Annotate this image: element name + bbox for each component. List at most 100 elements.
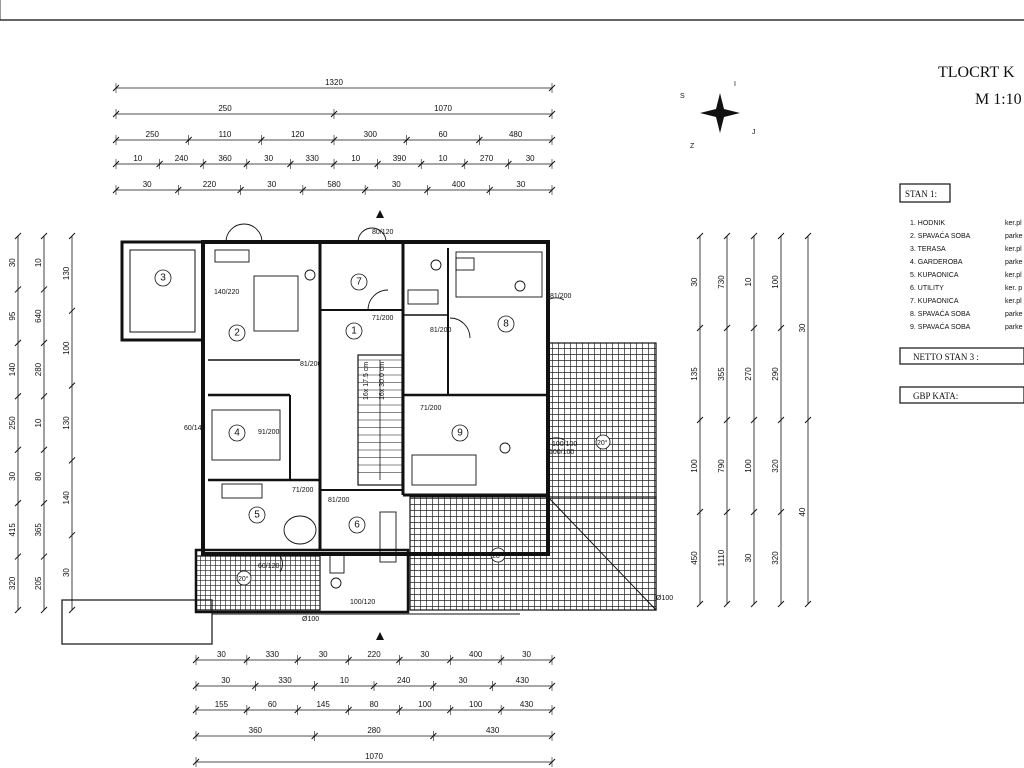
legend-header: STAN 1:: [905, 189, 937, 199]
dimension-label: 145: [316, 700, 330, 709]
dimension-label: 110: [219, 130, 232, 139]
dimension-label: 80: [370, 700, 379, 709]
legend-room-name: 2. SPAVAĆA SOBA: [910, 231, 971, 240]
opening-label: 71/200: [292, 487, 314, 494]
legend-room-finish: parke: [1005, 233, 1023, 240]
dimension-label: 330: [306, 154, 320, 163]
legend-room-finish: parke: [1005, 259, 1023, 266]
dimension-label: 320: [771, 551, 780, 565]
dimension-label: 400: [452, 180, 466, 189]
opening-label: 60/140: [184, 425, 206, 432]
dimension-label: 250: [146, 130, 160, 139]
dimension-label: 60: [268, 700, 277, 709]
dimension-label: 30: [221, 676, 230, 685]
dimension-label: 30: [392, 180, 401, 189]
dimension-label: 135: [690, 367, 699, 381]
room-number-5: 5: [254, 510, 260, 521]
dimension-label: 140: [8, 362, 17, 376]
legend-room-name: 5. KUPAONICA: [910, 272, 959, 279]
legend-room-name: 7. KUPAONICA: [910, 298, 959, 305]
bathtub-icon: [283, 515, 317, 545]
opening-label: 71/200: [420, 405, 442, 412]
single-bed-icon: [411, 454, 477, 486]
section-mark-icon: [376, 632, 384, 640]
dimension-label: 280: [367, 726, 381, 735]
dimension-label: 430: [520, 700, 534, 709]
dimension-label: 30: [143, 180, 152, 189]
dimension-label: 205: [34, 576, 43, 590]
dimension-label: 640: [34, 309, 43, 323]
dimension-label: 320: [8, 576, 17, 590]
dimension-label: 120: [291, 130, 305, 139]
roof-ridge-line: [547, 496, 657, 611]
plan-title-line1: TLOCRT K: [938, 64, 1015, 81]
opening-label: 100/100: [552, 441, 577, 448]
opening-label: 81/200: [328, 497, 350, 504]
dimension-label: 730: [717, 275, 726, 289]
legend-room-name: 3. TERASA: [910, 246, 946, 253]
compass-letter-j: J: [752, 129, 756, 136]
opening-label: 81/200: [300, 361, 322, 368]
right-dimension-chains: 3013510045073035579011101027010030100290…: [690, 232, 812, 608]
dimension-label: 10: [34, 258, 43, 267]
stairs-label: 16x 30.0 cm: [379, 362, 386, 400]
furniture: [211, 223, 565, 589]
room-number-2: 2: [234, 328, 240, 339]
room-number-7: 7: [356, 277, 362, 288]
opening-label: 140/220: [214, 289, 239, 296]
dimension-label: 1070: [365, 752, 383, 761]
room-number-9: 9: [457, 428, 463, 439]
bathtub-icon: [407, 289, 439, 305]
dimension-label: 360: [218, 154, 232, 163]
legend-room-finish: parke: [1005, 324, 1023, 331]
opening-label: 100/120: [350, 599, 375, 606]
room-number-1: 1: [351, 326, 357, 337]
dimension-label: 30: [8, 471, 17, 480]
dimension-label: 415: [8, 523, 17, 537]
plan-title-line2: M 1:10: [975, 91, 1022, 108]
legend-header-box: [899, 183, 951, 203]
dimension-label: 30: [690, 277, 699, 286]
legend-room-finish: parke: [1005, 311, 1023, 318]
dimension-label: 155: [215, 700, 229, 709]
toilet-icon: [304, 269, 316, 281]
opening-label: 91/200: [258, 429, 280, 436]
dimension-label: 140: [62, 491, 71, 505]
dimension-label: 290: [771, 367, 780, 381]
opening-label: 100/100: [549, 449, 574, 456]
legend-room-finish: ker. p: [1005, 285, 1022, 292]
dimension-label: 220: [203, 180, 217, 189]
dimension-label: 270: [744, 367, 753, 381]
dimension-label: 430: [486, 726, 500, 735]
room-number-4: 4: [234, 428, 240, 439]
dimension-label: 355: [717, 367, 726, 381]
dimension-label: 300: [364, 130, 378, 139]
dimension-label: 30: [744, 553, 753, 562]
dimension-label: 400: [469, 650, 483, 659]
dimension-label: 1320: [325, 78, 343, 87]
dimension-label: 100: [771, 275, 780, 289]
dimension-label: 95: [8, 311, 17, 320]
opening-label: 80/120: [372, 229, 394, 236]
north-arrow-icon: S I Z J: [680, 81, 756, 150]
dimension-label: 330: [266, 650, 280, 659]
opening-label: 60/120: [258, 563, 280, 570]
dimension-label: 330: [278, 676, 292, 685]
gbp-box: [899, 386, 1024, 404]
door-swing: [357, 227, 387, 243]
dimension-label: 430: [516, 676, 530, 685]
compass-letter-z: Z: [690, 143, 695, 150]
dimension-label: 30: [526, 154, 535, 163]
dimension-label: 100: [469, 700, 483, 709]
dimension-label: 30: [459, 676, 468, 685]
dimension-label: 30: [319, 650, 328, 659]
roof-slope-label: 20°: [238, 575, 249, 583]
dimension-label: 360: [249, 726, 263, 735]
opening-label: Ø100: [656, 595, 673, 602]
dimension-label: 1070: [434, 104, 452, 113]
legend-room-finish: ker.pl: [1005, 272, 1022, 279]
dimension-label: 10: [351, 154, 360, 163]
dimension-label: 10: [744, 277, 753, 286]
dimension-label: 100: [62, 341, 71, 355]
